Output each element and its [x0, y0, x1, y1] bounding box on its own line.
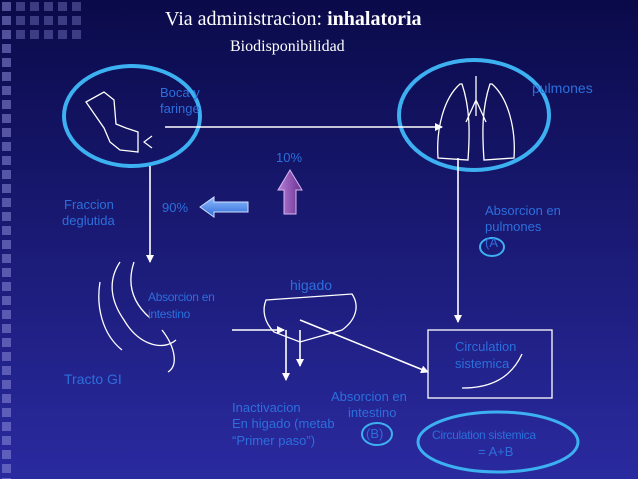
- ten-percent-label: 10%: [276, 150, 303, 165]
- fraccion-label-2: deglutida: [62, 213, 115, 228]
- circulation-label-2: sistemica: [455, 356, 510, 371]
- absorcion-pulmones-2: pulmones: [485, 219, 542, 234]
- higado-label: higado: [290, 277, 333, 293]
- b-marker-ellipse: [361, 422, 393, 446]
- boca-label-1: Boca y: [160, 85, 200, 100]
- absorcion-intestino-b-1: Absorcion en: [331, 389, 407, 404]
- inactivacion-3: “Primer paso”): [232, 433, 316, 448]
- circulation-box: [427, 329, 553, 399]
- inactivacion-2: En higado (metab: [232, 416, 335, 431]
- absorcion-intestino-box-1: Absorcion en: [148, 290, 215, 304]
- left-square-strip: [0, 0, 14, 479]
- a-marker: (A: [485, 235, 498, 250]
- left-arrow-90-percent: [199, 196, 249, 218]
- mouth-drawing: [85, 91, 139, 153]
- top-square-strip: [14, 0, 84, 42]
- stomach-drawing: [111, 261, 177, 347]
- absorcion-intestino-box-2: intestino: [148, 307, 190, 321]
- fraccion-label-1: Fraccion: [64, 197, 114, 212]
- up-arrow-10-percent: [277, 169, 303, 215]
- inactivacion-1: Inactivacion: [232, 400, 301, 415]
- pulmones-ellipse: [397, 58, 551, 172]
- circulation-curve: [461, 353, 523, 389]
- page-title: Via administracion: inhalatoria: [165, 8, 422, 30]
- intestine-drawing: [98, 281, 175, 373]
- circulation-total-ellipse: [416, 410, 580, 474]
- arrow-liver-to-circulation: [299, 319, 429, 374]
- boca-ellipse: [62, 64, 202, 168]
- boca-label-2: faringe: [160, 101, 200, 116]
- circulation-label-1: Circulation: [455, 339, 517, 354]
- lungs-drawing: [437, 76, 515, 161]
- mouth-detail: [143, 135, 153, 149]
- circulation-total-1: Circulation sistemica: [432, 428, 536, 442]
- subtitle: Biodisponibilidad: [230, 38, 345, 55]
- absorcion-intestino-b-2: intestino: [348, 405, 397, 420]
- absorcion-pulmones-1: Absorcion en: [485, 203, 561, 218]
- b-marker: (B): [366, 426, 384, 441]
- pulmones-label: pulmones: [532, 80, 593, 96]
- a-marker-ellipse: [479, 237, 505, 257]
- circulation-total-2: = A+B: [478, 444, 514, 459]
- liver-drawing: [263, 293, 357, 343]
- tracto-label: Tracto GI: [64, 371, 122, 387]
- ninety-percent-label: 90%: [162, 200, 189, 215]
